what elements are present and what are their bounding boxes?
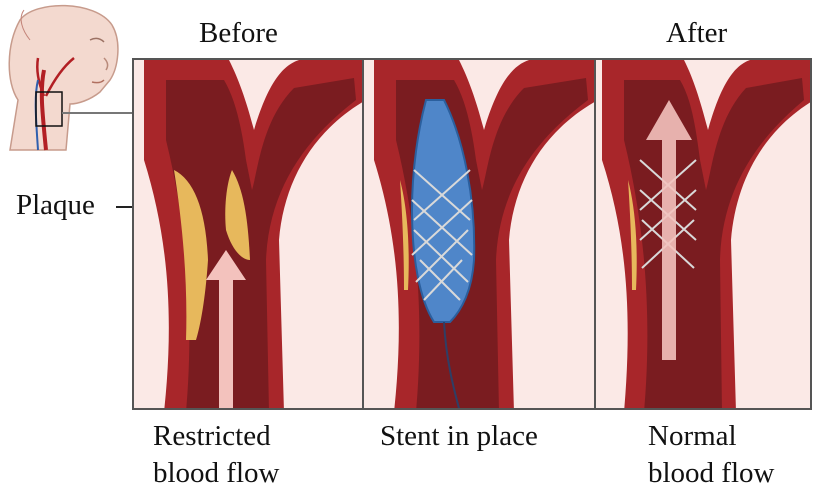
plaque-deposit-left [174, 170, 208, 340]
inset-connector-line [62, 112, 134, 114]
guide-wire [443, 321, 460, 408]
panel-restricted-flow [132, 58, 364, 410]
panel-normal-flow [594, 58, 812, 410]
stent-mesh [411, 169, 473, 301]
inset-highlight-box [35, 91, 63, 127]
title-after: After [666, 17, 728, 49]
flow-arrow [206, 250, 246, 408]
caption-normal-flow: Normal blood flow [648, 418, 774, 492]
plaque-label: Plaque [16, 189, 95, 221]
title-before: Before [199, 17, 278, 49]
plaque-compressed [400, 180, 409, 290]
artery-lumen [166, 78, 356, 408]
flow-arrow [646, 100, 692, 360]
plaque-compressed [628, 180, 637, 290]
plaque-deposit-right [225, 170, 250, 260]
caption-stent-in-place: Stent in place [380, 418, 538, 455]
caption-line-2: blood flow [153, 457, 280, 489]
caption-restricted-flow: Restricted blood flow [153, 418, 279, 492]
panel-stent-in-place [362, 58, 596, 410]
caption-line-1: Stent in place [380, 420, 538, 452]
caption-line-2: blood flow [648, 457, 775, 489]
neck-anatomy-inset [0, 0, 140, 155]
caption-line-1: Normal [648, 420, 737, 452]
caption-line-1: Restricted [153, 420, 271, 452]
